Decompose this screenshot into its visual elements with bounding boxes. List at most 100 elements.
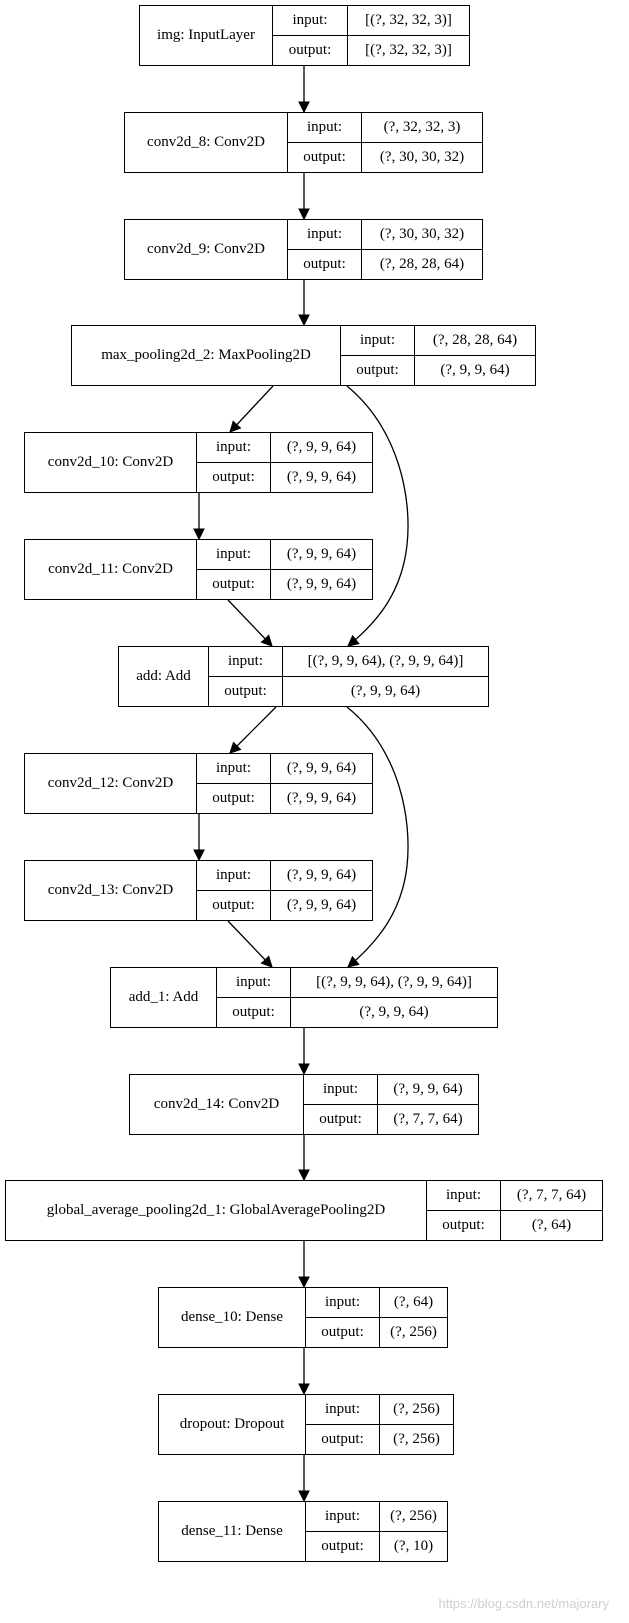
output-key: output: bbox=[427, 1211, 501, 1240]
output-key: output: bbox=[306, 1425, 380, 1454]
output-key: output: bbox=[306, 1318, 380, 1347]
input-shape: (?, 64) bbox=[393, 1294, 434, 1310]
input-key: input: bbox=[197, 433, 271, 462]
input-shape: [(?, 9, 9, 64), (?, 9, 9, 64)] bbox=[316, 974, 472, 990]
output-key: output: bbox=[197, 570, 271, 599]
output-key: output: bbox=[306, 1532, 380, 1561]
edge-add-to-conv2d-12 bbox=[229, 706, 277, 754]
input-key: input: bbox=[217, 968, 291, 997]
input-shape: (?, 256) bbox=[390, 1508, 437, 1524]
input-key: input: bbox=[197, 754, 271, 783]
output-row: output:(?, 9, 9, 64) bbox=[197, 783, 372, 813]
input-key: input: bbox=[306, 1288, 380, 1317]
output-key: output: bbox=[304, 1105, 378, 1134]
input-shape: (?, 9, 9, 64) bbox=[286, 867, 357, 883]
input-key: input: bbox=[197, 540, 271, 569]
input-shape: (?, 32, 32, 3) bbox=[383, 119, 461, 135]
output-shape: (?, 28, 28, 64) bbox=[379, 256, 465, 272]
output-shape: (?, 9, 9, 64) bbox=[440, 362, 510, 378]
output-row: output: (?, 256) bbox=[306, 1317, 447, 1347]
output-key: output: bbox=[288, 250, 362, 279]
input-row: input:(?, 9, 9, 64) bbox=[197, 754, 372, 783]
input-key: input: bbox=[306, 1395, 380, 1424]
output-shape: (?, 9, 9, 64) bbox=[286, 469, 357, 485]
input-shape: (?, 7, 7, 64) bbox=[516, 1187, 587, 1203]
output-shape: (?, 9, 9, 64) bbox=[286, 790, 357, 806]
layer-label: dropout: Dropout bbox=[159, 1395, 306, 1454]
input-row: input: (?, 9, 9, 64) bbox=[197, 433, 372, 462]
edge-add-to-add-1 bbox=[346, 706, 409, 968]
input-row: input:(?, 32, 32, 3) bbox=[288, 113, 482, 142]
layer-label: add_1: Add bbox=[111, 968, 217, 1027]
output-row: output:(?, 256) bbox=[306, 1424, 453, 1454]
input-row: input: [(?, 32, 32, 3)] bbox=[273, 6, 469, 35]
input-shape: [(?, 32, 32, 3)] bbox=[365, 12, 452, 28]
input-row: input: (?, 256) bbox=[306, 1395, 453, 1424]
input-row: input: (?, 64) bbox=[306, 1288, 447, 1317]
input-key: input: bbox=[288, 220, 362, 249]
input-key: input: bbox=[273, 6, 348, 35]
output-shape: (?, 9, 9, 64) bbox=[286, 897, 357, 913]
layer-label: conv2d_8: Conv2D bbox=[125, 113, 288, 172]
output-key: output: bbox=[197, 463, 271, 492]
output-row: output:[(?, 32, 32, 3)] bbox=[273, 35, 469, 65]
layer-label: conv2d_9: Conv2D bbox=[125, 220, 288, 279]
input-key: input: bbox=[197, 861, 271, 890]
output-key: output: bbox=[288, 143, 362, 172]
output-row: output: (?, 7, 7, 64) bbox=[304, 1104, 478, 1134]
layer-label: img: InputLayer bbox=[140, 6, 273, 65]
output-shape: (?, 30, 30, 32) bbox=[379, 149, 465, 165]
layer-label: add: Add bbox=[119, 647, 209, 706]
output-row: output:(?, 9, 9, 64) bbox=[217, 997, 497, 1027]
input-key: input: bbox=[341, 326, 415, 355]
output-row: output:(?, 9, 9, 64) bbox=[341, 355, 535, 385]
input-shape: (?, 9, 9, 64) bbox=[286, 439, 357, 455]
output-shape: (?, 9, 9, 64) bbox=[350, 683, 421, 699]
input-row: input:(?, 7, 7, 64) bbox=[427, 1181, 602, 1210]
edge-max-pooling2d-2-to-conv2d-10 bbox=[229, 385, 274, 433]
output-key: output: bbox=[209, 677, 283, 706]
layer-node-global-average-pooling2d-1: global_average_pooling2d_1: GlobalAverag… bbox=[5, 1180, 603, 1241]
input-row: input:(?, 9, 9, 64) bbox=[304, 1075, 478, 1104]
input-key: input: bbox=[304, 1075, 378, 1104]
output-key: output: bbox=[217, 998, 291, 1027]
input-shape: (?, 256) bbox=[393, 1401, 440, 1417]
layer-label: max_pooling2d_2: MaxPooling2D bbox=[72, 326, 341, 385]
output-row: output: (?, 9, 9, 64) bbox=[197, 569, 372, 599]
layer-label: global_average_pooling2d_1: GlobalAverag… bbox=[6, 1181, 427, 1240]
input-shape: (?, 28, 28, 64) bbox=[432, 332, 518, 348]
input-shape: (?, 30, 30, 32) bbox=[379, 226, 465, 242]
input-row: input:[(?, 9, 9, 64), (?, 9, 9, 64)] bbox=[209, 647, 488, 676]
input-row: input: (?, 9, 9, 64) bbox=[197, 861, 372, 890]
layer-label: conv2d_10: Conv2D bbox=[25, 433, 197, 492]
input-shape: [(?, 9, 9, 64), (?, 9, 9, 64)] bbox=[307, 653, 464, 669]
input-row: input: [(?, 9, 9, 64), (?, 9, 9, 64)] bbox=[217, 968, 497, 997]
layer-label: conv2d_11: Conv2D bbox=[25, 540, 197, 599]
output-shape: (?, 9, 9, 64) bbox=[286, 576, 357, 592]
output-shape: (?, 7, 7, 64) bbox=[393, 1111, 463, 1127]
layer-label: dense_11: Dense bbox=[159, 1502, 306, 1561]
output-key: output: bbox=[197, 891, 271, 920]
layer-label: conv2d_13: Conv2D bbox=[25, 861, 197, 920]
output-shape: (?, 256) bbox=[390, 1324, 437, 1340]
input-key: input: bbox=[306, 1502, 380, 1531]
input-shape: (?, 9, 9, 64) bbox=[286, 546, 357, 562]
edge-conv2d-11-to-add bbox=[227, 599, 273, 647]
input-row: input: (?, 28, 28, 64) bbox=[341, 326, 535, 355]
input-row: input: (?, 9, 9, 64) bbox=[197, 540, 372, 569]
